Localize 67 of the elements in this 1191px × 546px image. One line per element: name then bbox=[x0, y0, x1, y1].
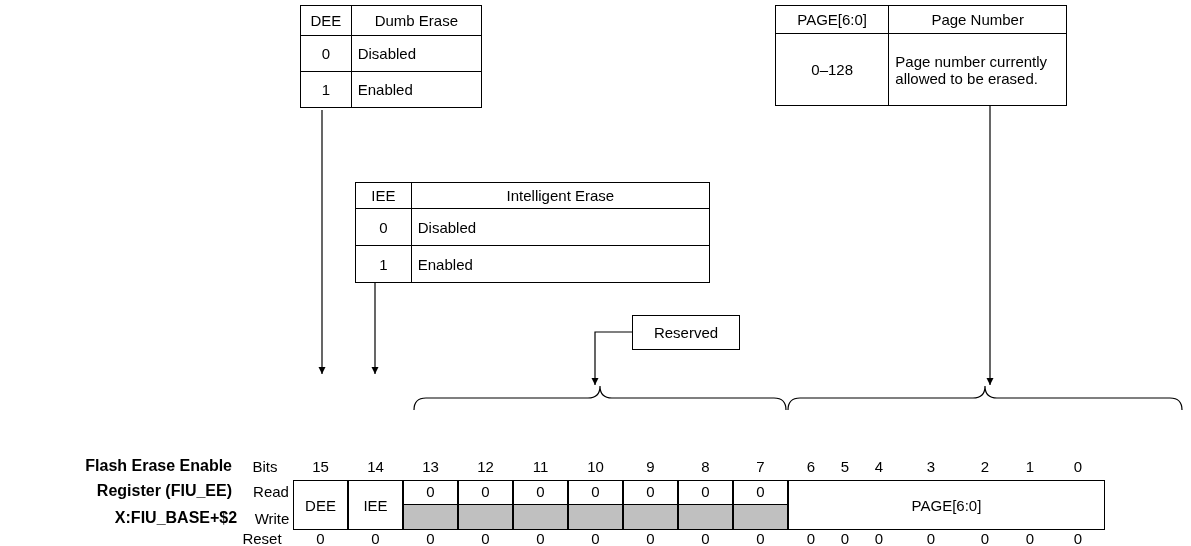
field-value: 0 bbox=[300, 35, 352, 72]
column-header: IEE bbox=[355, 182, 412, 209]
value-description: Enabled bbox=[411, 245, 710, 283]
column-header: Intelligent Erase bbox=[411, 182, 710, 209]
bit-number: 12 bbox=[477, 457, 494, 475]
bit-number: 2 bbox=[980, 457, 990, 475]
bit-number: 6 bbox=[806, 457, 816, 475]
reset-value: 0 bbox=[481, 529, 490, 546]
value-description: Page number currently allowed to be erased. bbox=[888, 33, 1067, 106]
curly-brace bbox=[787, 385, 1183, 411]
register-address: X:FIU_BASE+$2 bbox=[114, 509, 238, 527]
bit-number: 13 bbox=[422, 457, 439, 475]
reset-value: 0 bbox=[926, 529, 936, 546]
reset-value: 0 bbox=[1025, 529, 1035, 546]
bit-number: 0 bbox=[1073, 457, 1083, 475]
reset-value: 0 bbox=[701, 529, 710, 546]
value-description: Enabled bbox=[351, 71, 482, 108]
register-field: IEE bbox=[348, 480, 403, 530]
row-label: Write bbox=[254, 509, 290, 527]
bit-number: 8 bbox=[701, 457, 710, 475]
reset-value: 0 bbox=[316, 529, 325, 546]
bit-number: 11 bbox=[532, 457, 549, 475]
bit-field-table bbox=[300, 5, 482, 108]
arrow bbox=[371, 282, 379, 375]
curly-brace bbox=[413, 385, 787, 411]
reset-value: 0 bbox=[806, 529, 816, 546]
field-value: 1 bbox=[355, 245, 412, 283]
arrow bbox=[318, 109, 326, 375]
field-value: 0 bbox=[355, 208, 412, 246]
register-field: PAGE[6:0] bbox=[788, 480, 1105, 530]
reset-value: 0 bbox=[980, 529, 990, 546]
row-label: Bits bbox=[252, 457, 278, 475]
reset-value: 0 bbox=[371, 529, 380, 546]
label-box: Reserved bbox=[632, 315, 740, 350]
bit-number: 10 bbox=[587, 457, 604, 475]
arrow bbox=[591, 331, 633, 386]
bit-number: 7 bbox=[756, 457, 765, 475]
field-value: 0–128 bbox=[775, 33, 889, 106]
column-header: PAGE[6:0] bbox=[775, 5, 889, 34]
reset-value: 0 bbox=[591, 529, 600, 546]
bit-field-table bbox=[355, 182, 710, 283]
arrow bbox=[986, 104, 994, 386]
reset-value: 0 bbox=[874, 529, 884, 546]
bit-number: 9 bbox=[646, 457, 655, 475]
bit-field-table bbox=[775, 5, 1067, 106]
reset-value: 0 bbox=[840, 529, 850, 546]
bit-number: 15 bbox=[312, 457, 329, 475]
row-label: Read bbox=[253, 482, 289, 500]
reset-value: 0 bbox=[646, 529, 655, 546]
bit-number: 1 bbox=[1025, 457, 1035, 475]
column-header: Page Number bbox=[888, 5, 1067, 34]
register-field: DEE bbox=[293, 480, 348, 530]
reset-value: 0 bbox=[1073, 529, 1083, 546]
value-description: Disabled bbox=[351, 35, 482, 72]
bit-number: 3 bbox=[926, 457, 936, 475]
column-header: DEE bbox=[300, 5, 352, 36]
register-title: Flash Erase Enable Register (FIU_EE) bbox=[84, 456, 232, 501]
reset-value: 0 bbox=[756, 529, 765, 546]
column-header: Dumb Erase bbox=[351, 5, 482, 36]
value-description: Disabled bbox=[411, 208, 710, 246]
bit-number: 14 bbox=[367, 457, 384, 475]
bit-number: 4 bbox=[874, 457, 884, 475]
field-value: 1 bbox=[300, 71, 352, 108]
row-label: Reset bbox=[242, 529, 282, 546]
reset-value: 0 bbox=[536, 529, 545, 546]
reset-value: 0 bbox=[426, 529, 435, 546]
bit-number: 5 bbox=[840, 457, 850, 475]
